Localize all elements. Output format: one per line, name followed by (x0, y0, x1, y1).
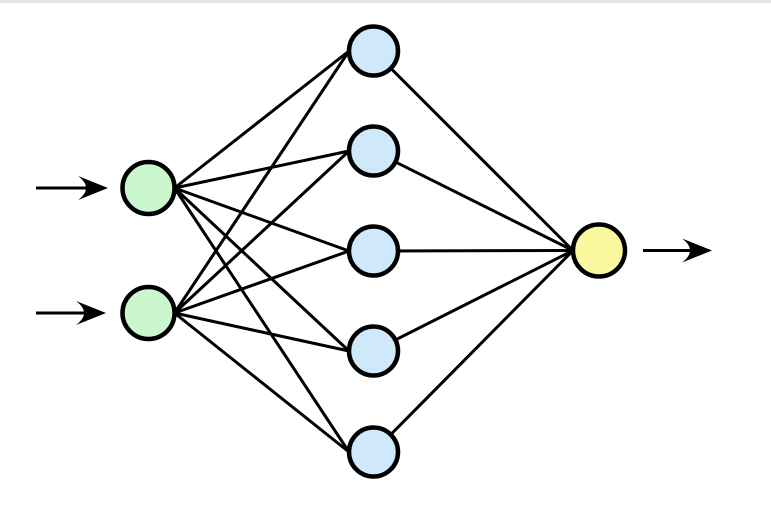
edge-line-hidden-to-output (372, 249, 575, 454)
edge-line-input-to-hidden (173, 311, 351, 454)
edge-line-input-to-hidden (173, 186, 351, 253)
edge-line-input-to-hidden (173, 49, 351, 190)
input-arrow-2-arrowhead-icon (76, 301, 106, 325)
edge-line-input-to-hidden (173, 311, 351, 353)
edge-line-input-to-hidden (173, 49, 351, 315)
hidden-node (346, 224, 401, 278)
hidden-node (346, 24, 401, 78)
edge-line-input-to-hidden (173, 149, 351, 315)
edge-line-input-to-hidden (173, 149, 351, 190)
edge-line-input-to-hidden (173, 249, 351, 315)
output-arrow-arrowhead-icon (682, 238, 712, 263)
edge-line-input-to-hidden (173, 186, 351, 353)
hidden-node (346, 425, 401, 479)
edge-line-hidden-to-output (372, 249, 575, 253)
output-node (570, 222, 628, 279)
input-node (120, 284, 177, 342)
hidden-node (346, 324, 401, 378)
edge-line-hidden-to-output (372, 149, 575, 252)
edge-line-hidden-to-output (372, 49, 575, 252)
hidden-node (346, 124, 401, 178)
edge-line-input-to-hidden (173, 186, 351, 454)
input-node (120, 159, 177, 217)
window-top-strip (0, 0, 771, 3)
input-arrow-1-arrowhead-icon (78, 176, 108, 200)
edge-line-hidden-to-output (372, 249, 575, 353)
